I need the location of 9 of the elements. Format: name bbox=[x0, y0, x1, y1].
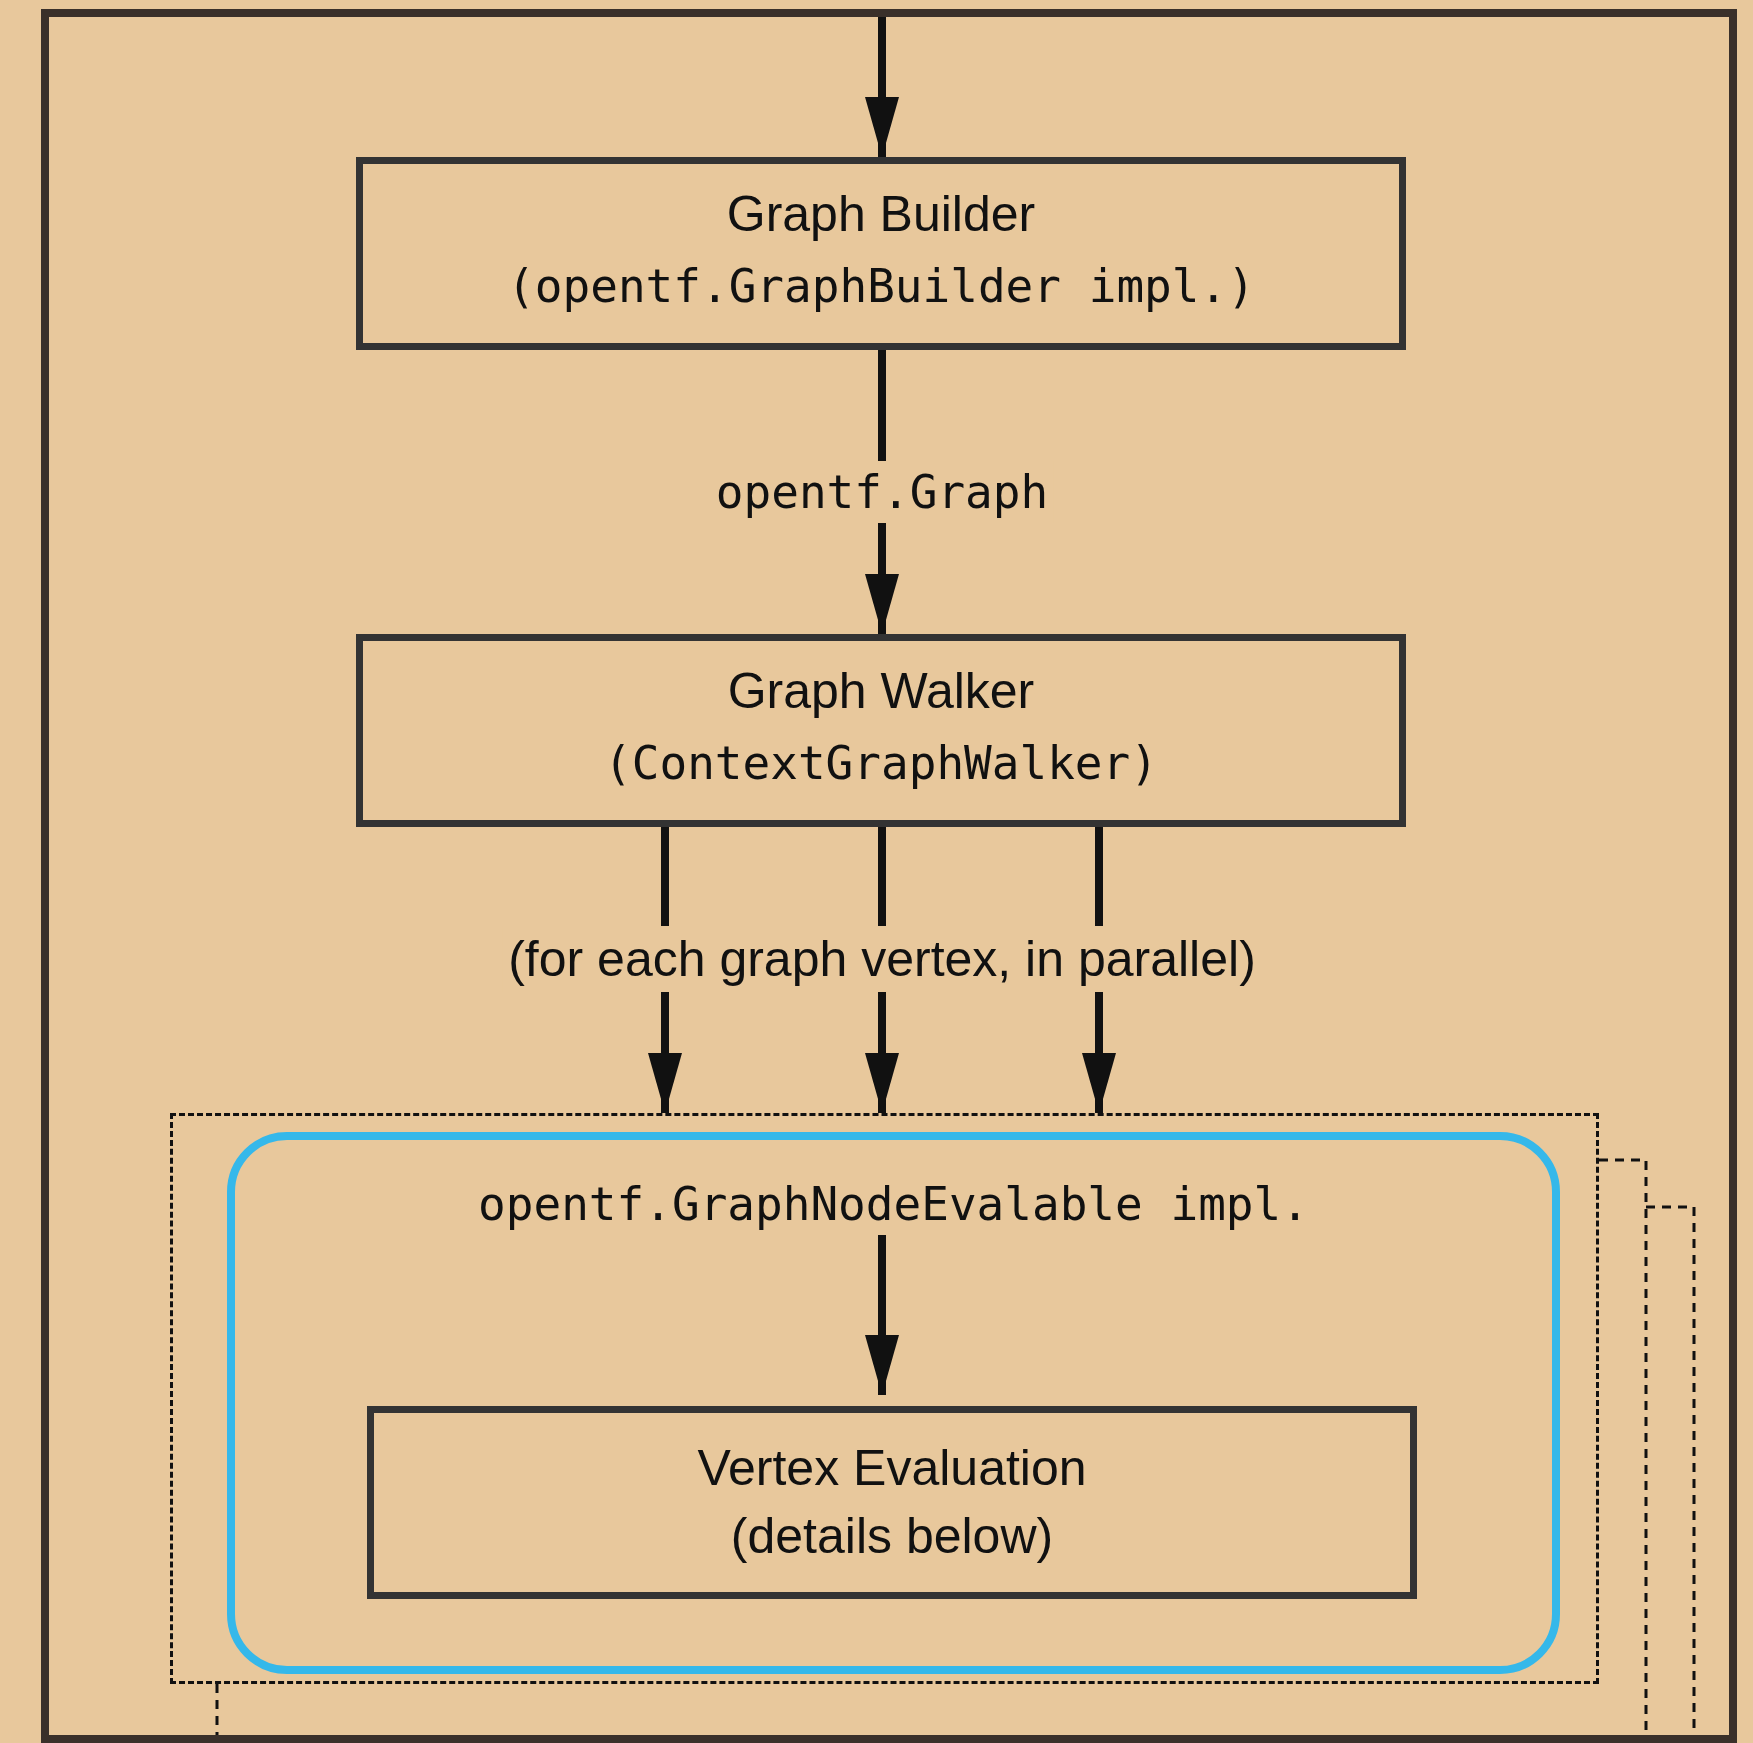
process-box bbox=[356, 634, 1406, 827]
box-title: Graph Builder bbox=[725, 185, 1037, 243]
box-title: Graph Walker bbox=[726, 662, 1036, 720]
process-box bbox=[356, 157, 1406, 350]
container-title: opentf.GraphNodeEvalable impl. bbox=[477, 1177, 1310, 1231]
process-box bbox=[367, 1406, 1417, 1599]
box-title: Vertex Evaluation (details below) bbox=[696, 1439, 1088, 1566]
box-subtitle: (ContextGraphWalker) bbox=[603, 736, 1159, 790]
box-subtitle: (opentf.GraphBuilder impl.) bbox=[506, 259, 1256, 313]
